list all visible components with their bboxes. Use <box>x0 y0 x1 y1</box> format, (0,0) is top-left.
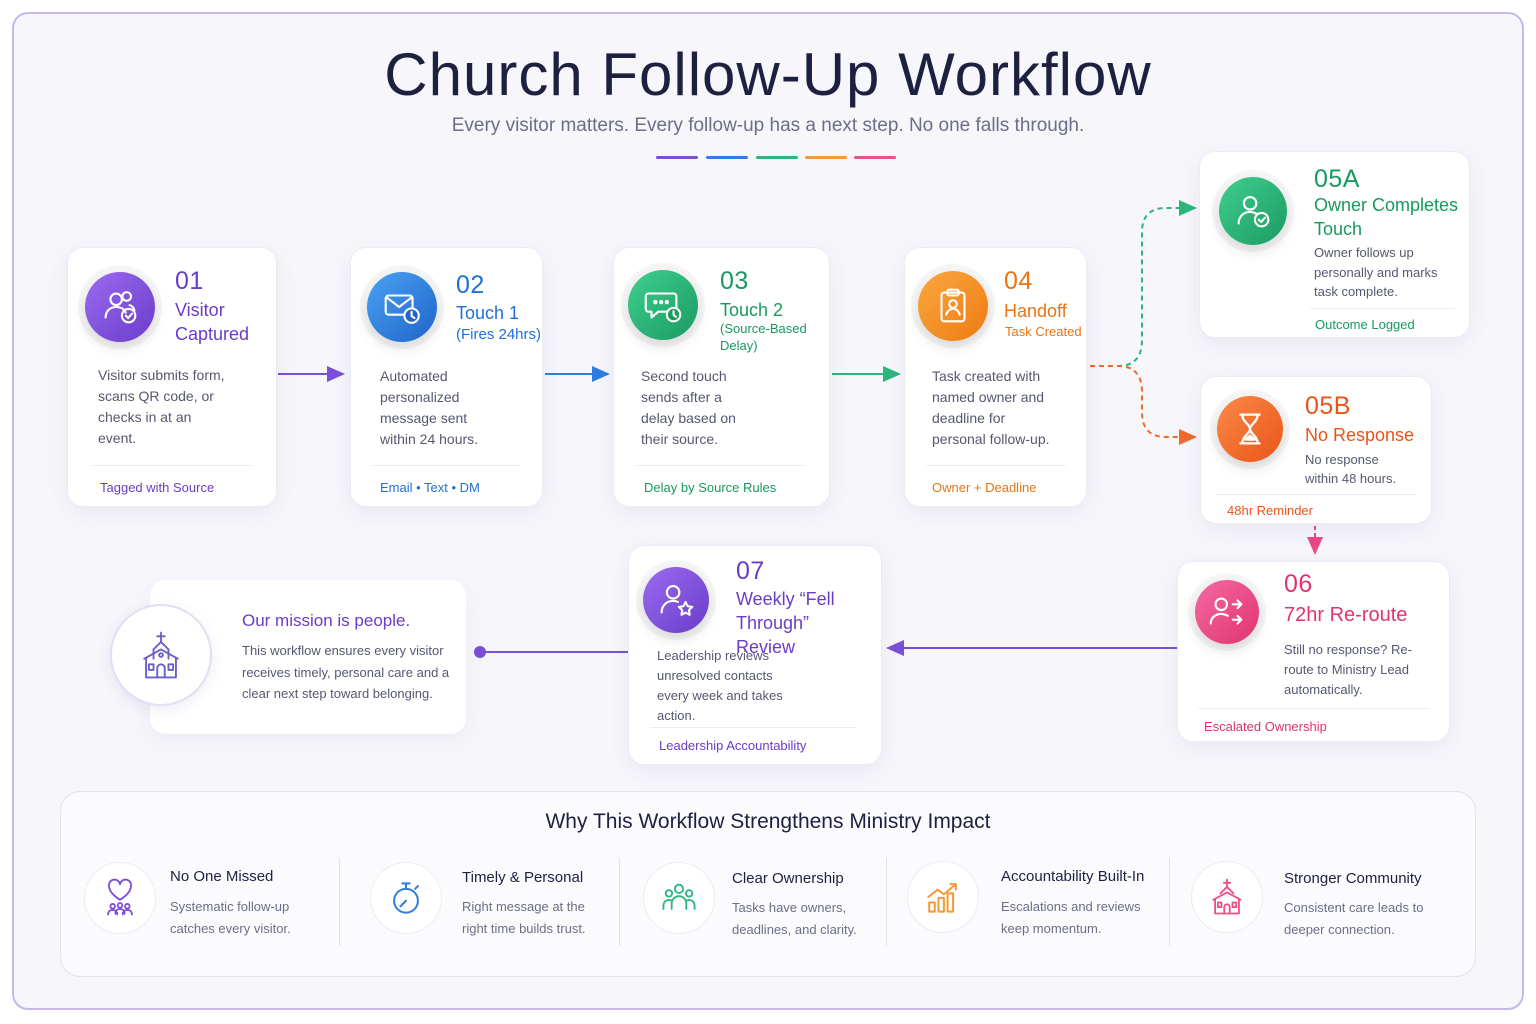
step-description: Leadership reviews unresolved contacts e… <box>657 648 783 723</box>
step-footer: Outcome Logged <box>1315 317 1415 332</box>
divider <box>1198 708 1430 709</box>
step-title: Touch 1 <box>456 303 520 323</box>
divider <box>1216 494 1416 495</box>
benefit-text: Escalations and reviews keep momentum. <box>1001 899 1141 936</box>
benefit-title: Stronger Community <box>1284 870 1422 887</box>
step-footer: Delay by Source Rules <box>644 480 777 495</box>
people-group-icon <box>643 862 715 934</box>
benefit-text: Systematic follow-up catches every visit… <box>170 899 291 936</box>
step-description: Automated personalized message sent with… <box>380 368 479 447</box>
page-title: Church Follow-Up Workflow <box>384 41 1152 108</box>
step-title: Owner Completes Touch <box>1314 195 1459 239</box>
step-number: 04 <box>1004 267 1033 295</box>
step-title: 72hr Re-route <box>1284 604 1408 626</box>
divider <box>926 465 1066 466</box>
step-title-detail: (Fires 24hrs) <box>456 326 542 343</box>
step-title-detail: Task Created <box>1005 324 1082 339</box>
step-number: 03 <box>720 267 749 295</box>
step-description: Task created with named owner and deadli… <box>932 368 1050 447</box>
divider <box>619 858 620 946</box>
user-star-icon <box>643 567 709 633</box>
mission-text: This workflow ensures every visitor rece… <box>242 643 450 701</box>
step-number: 05B <box>1305 392 1351 420</box>
user-check-icon <box>1219 177 1287 245</box>
step-footer: Owner + Deadline <box>932 480 1037 495</box>
divider <box>372 465 520 466</box>
step-footer: 48hr Reminder <box>1227 503 1313 518</box>
divider <box>886 858 887 946</box>
step-description: Second touch sends after a delay based o… <box>641 368 736 447</box>
accent-dash <box>805 156 847 159</box>
user-group-check-icon <box>85 272 155 342</box>
step-number: 01 <box>175 267 204 295</box>
clipboard-user-icon <box>918 271 988 341</box>
divider <box>92 465 252 466</box>
step-description: Still no response? Re-route to Ministry … <box>1284 642 1412 697</box>
benefit-text: Right message at the right time builds t… <box>462 899 586 936</box>
benefit-title: Timely & Personal <box>462 869 584 886</box>
accent-dashes <box>656 156 896 159</box>
step-footer: Tagged with Source <box>100 480 215 495</box>
page-subtitle: Every visitor matters. Every follow-up h… <box>451 115 1085 136</box>
church-icon <box>1191 861 1263 933</box>
chat-clock-icon <box>628 270 698 340</box>
divider <box>636 465 806 466</box>
step-number: 06 <box>1284 570 1313 598</box>
hourglass-icon <box>1217 396 1283 462</box>
step-description: Visitor submits form, scans QR code, or … <box>98 367 225 446</box>
growth-chart-icon <box>907 861 979 933</box>
accent-dash <box>656 156 698 159</box>
step-number: 02 <box>456 271 485 299</box>
benefits-title: Why This Workflow Strengthens Ministry I… <box>545 810 991 833</box>
divider <box>1169 858 1170 946</box>
benefit-title: Clear Ownership <box>732 870 844 887</box>
step-description: Owner follows up personally and marks ta… <box>1314 245 1438 299</box>
church-icon <box>110 604 212 706</box>
step-title: Touch 2 <box>720 300 784 320</box>
step-title: No Response <box>1305 425 1415 445</box>
stopwatch-icon <box>370 862 442 934</box>
mail-clock-icon <box>367 272 437 342</box>
step-title: Weekly “Fell Through” Review <box>736 589 835 657</box>
divider <box>339 858 340 946</box>
divider <box>650 727 856 728</box>
step-number: 07 <box>736 557 765 585</box>
step-number: 05A <box>1314 165 1360 193</box>
user-reroute-icon <box>1195 580 1259 644</box>
accent-dash <box>854 156 896 159</box>
mission-title: Our mission is people. <box>242 611 411 630</box>
benefit-text: Consistent care leads to deeper connecti… <box>1284 900 1424 937</box>
benefit-text: Tasks have owners, deadlines, and clarit… <box>732 900 857 937</box>
step-description: No response within 48 hours. <box>1305 452 1397 486</box>
heart-people-icon <box>84 862 156 934</box>
benefit-title: Accountability Built-In <box>1001 868 1145 885</box>
step-footer: Email • Text • DM <box>380 480 480 495</box>
divider <box>1310 308 1455 309</box>
step-footer: Leadership Accountability <box>659 738 807 753</box>
accent-dash <box>756 156 798 159</box>
benefit-title: No One Missed <box>170 868 274 885</box>
benefits-panel <box>60 791 1476 977</box>
step-title-detail: (Source-Based Delay) <box>720 321 807 353</box>
accent-dash <box>706 156 748 159</box>
step-title: Handoff <box>1004 301 1067 321</box>
step-title: Visitor Captured <box>175 300 250 344</box>
step-footer: Escalated Ownership <box>1204 719 1327 734</box>
